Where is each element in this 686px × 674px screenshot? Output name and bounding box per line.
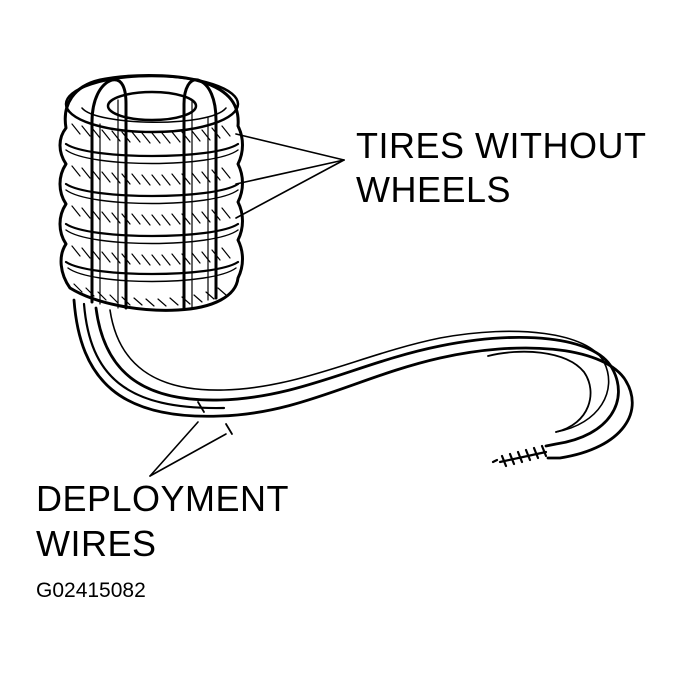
- label-deployment-line1: DEPLOYMENT: [36, 478, 290, 519]
- leader-lines-wires: [149, 421, 227, 477]
- cable-edge-back: [82, 302, 226, 410]
- cable-clip-1: [197, 401, 205, 413]
- strap-right: [182, 78, 218, 310]
- cable-edge-mid: [109, 309, 610, 433]
- cable-edge-outer: [72, 298, 634, 460]
- tire-seam-4: [64, 260, 240, 276]
- strap-right-inner: [191, 99, 209, 309]
- tire-stack: [58, 74, 244, 312]
- tire-seam-3: [64, 222, 240, 238]
- tread-pattern: [71, 123, 231, 307]
- label-tires-line1: TIRES WITHOUT: [356, 125, 647, 166]
- tire-seam-2: [64, 182, 240, 198]
- label-tires-line2: WHEELS: [356, 169, 512, 210]
- tire-top-inner: [106, 90, 198, 122]
- tire-seam-3b: [65, 229, 239, 245]
- strap-left-inner: [99, 99, 119, 309]
- label-deployment-line2: WIRES: [36, 523, 157, 564]
- cable-strand-a: [487, 350, 592, 433]
- tire-seam-1b: [65, 149, 239, 165]
- cable-clip-2: [225, 423, 233, 435]
- tire-stack-outline: [58, 74, 244, 312]
- leader-lines-tires: [235, 133, 345, 219]
- cable-edge-inner: [94, 306, 620, 448]
- deployment-cable: [72, 298, 634, 468]
- figure-id: G02415082: [36, 579, 146, 602]
- tire-seam-1: [64, 142, 240, 158]
- tire-seam-2b: [65, 189, 239, 205]
- strap-left: [90, 78, 128, 310]
- twisted-wire-end: [491, 444, 548, 468]
- tire-top-outer: [64, 74, 240, 134]
- tire-seam-4b: [67, 267, 237, 283]
